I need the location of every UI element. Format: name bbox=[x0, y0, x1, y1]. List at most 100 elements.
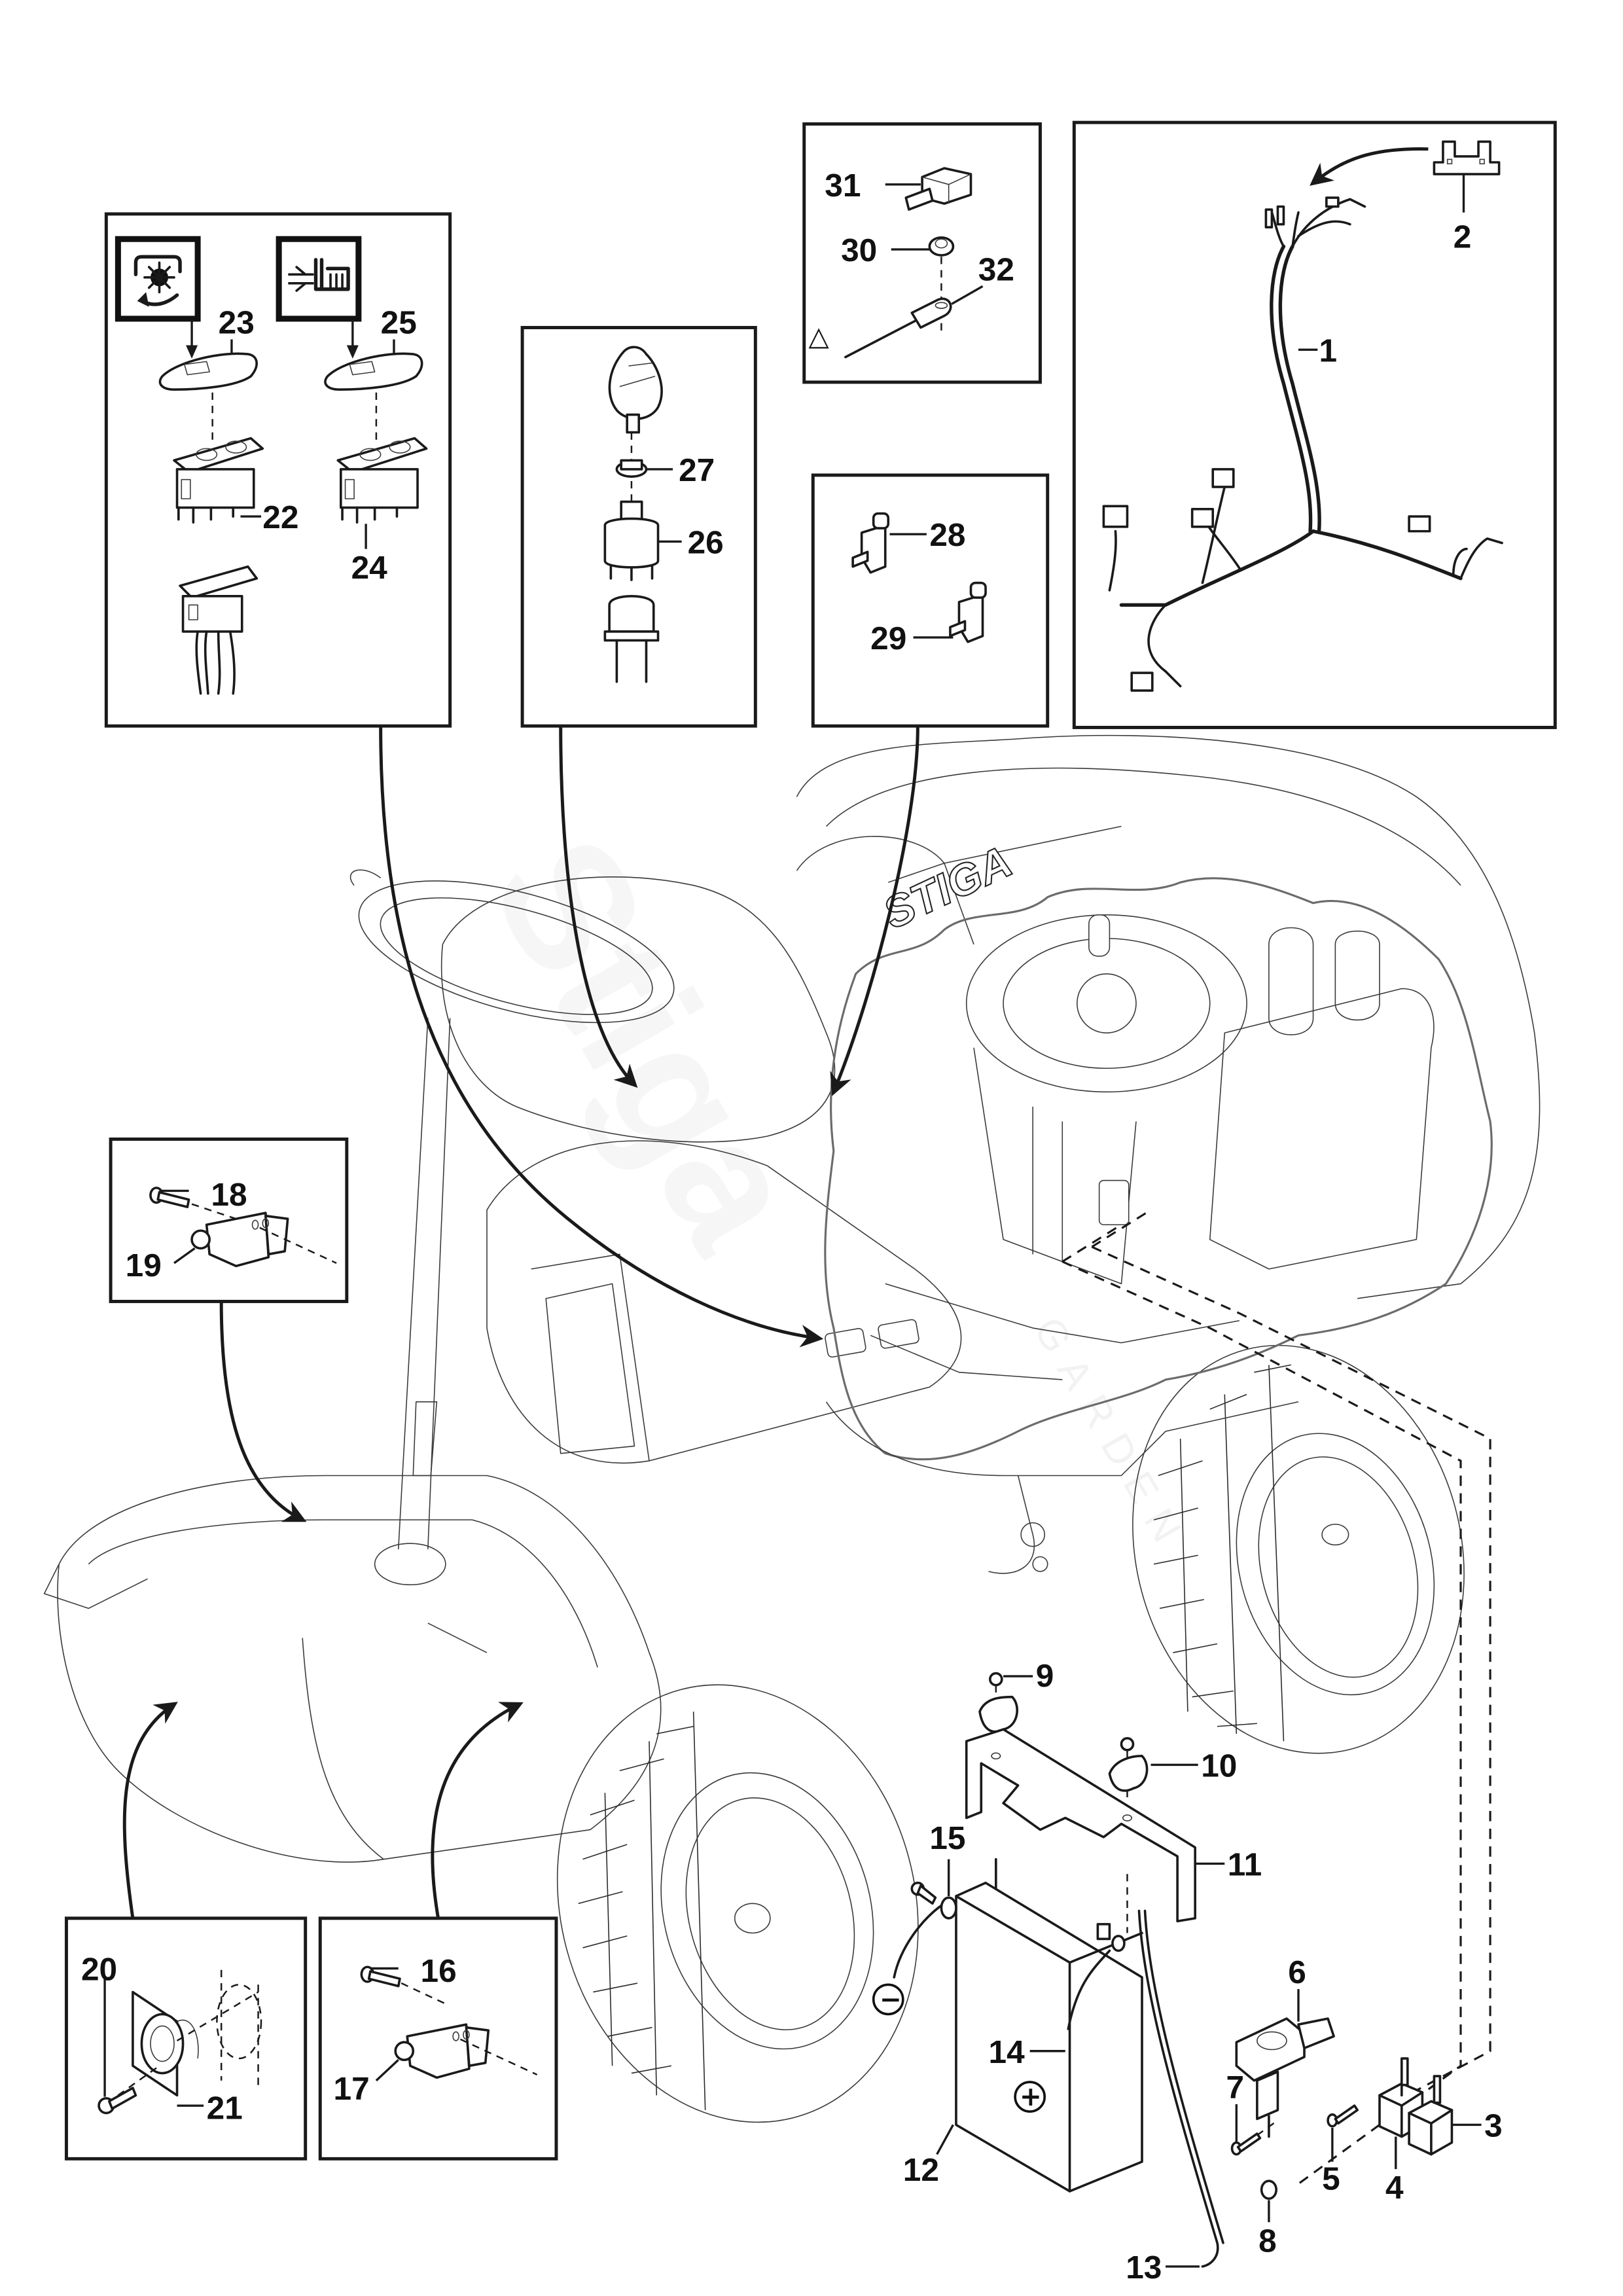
callout-31: 31 bbox=[825, 167, 861, 204]
rear-shroud bbox=[796, 734, 1541, 1299]
screw-5 bbox=[1327, 2104, 1359, 2128]
callout-32: 32 bbox=[978, 251, 1014, 287]
callout-26: 26 bbox=[688, 524, 724, 560]
negative-terminal-icon bbox=[872, 1983, 904, 2016]
arrow-socket bbox=[122, 1702, 178, 1919]
callout-2: 2 bbox=[1454, 219, 1472, 255]
callout-17: 17 bbox=[334, 2070, 370, 2107]
callout-22: 22 bbox=[262, 499, 298, 535]
battery-assembly: − + bbox=[872, 1672, 1482, 2268]
callout-24: 24 bbox=[351, 549, 388, 586]
callout-15: 15 bbox=[929, 1820, 965, 1856]
callout-18: 18 bbox=[211, 1176, 247, 1213]
arrow-down-icon bbox=[186, 345, 198, 359]
harness-connector bbox=[1190, 507, 1215, 528]
relay-4 bbox=[1378, 2057, 1424, 2138]
cutting-height-symbol-box bbox=[276, 236, 362, 322]
callout-11: 11 bbox=[1228, 1846, 1262, 1882]
rocker-switch-24 bbox=[336, 437, 428, 524]
wiring-route-2 bbox=[1091, 1246, 1491, 2111]
harness-connector bbox=[1130, 672, 1154, 692]
screw-16 bbox=[360, 1965, 401, 1988]
fuse-location-arrow bbox=[1310, 147, 1429, 186]
callout-5: 5 bbox=[1322, 2161, 1340, 2197]
ignition-key bbox=[608, 346, 663, 434]
front-body bbox=[57, 1475, 662, 1863]
callout-10: 10 bbox=[1201, 1747, 1237, 1784]
switch-connector bbox=[179, 565, 259, 695]
solenoid-6 bbox=[1235, 2017, 1335, 2138]
harness-connector bbox=[1408, 515, 1431, 533]
inset-wiring-harness: 1 2 bbox=[1072, 120, 1557, 729]
callout-29: 29 bbox=[870, 620, 906, 656]
cutting-deck-engage-symbol-box bbox=[115, 236, 201, 322]
engine-cutout bbox=[824, 877, 1493, 1461]
ignition-connector bbox=[603, 595, 660, 683]
arrow-pedal-switch bbox=[431, 1702, 524, 1919]
watermark-sub: GARDEN bbox=[1025, 1310, 1197, 1562]
watermark-subtext: GARDEN bbox=[1025, 1310, 1197, 1562]
arrow-seat-switch bbox=[219, 1301, 307, 1522]
inset-safety-switches: 28 29 bbox=[811, 473, 1050, 728]
callout-27: 27 bbox=[679, 452, 715, 488]
arrow-ignition-to-dash bbox=[559, 727, 638, 1088]
rear-wheel bbox=[1132, 1344, 1465, 1754]
callout-21: 21 bbox=[207, 2089, 243, 2126]
rocker-switch-22 bbox=[173, 437, 264, 524]
callout-6: 6 bbox=[1288, 1954, 1306, 1990]
plunger-switch-28 bbox=[851, 512, 890, 574]
callout-28: 28 bbox=[929, 516, 965, 553]
callout-9: 9 bbox=[1036, 1657, 1054, 1694]
triangle-note-icon: △ bbox=[808, 321, 829, 352]
wiring-harness-1 bbox=[1102, 196, 1503, 692]
callout-7: 7 bbox=[1226, 2069, 1245, 2106]
harness-connector bbox=[1102, 505, 1129, 528]
screw-20 bbox=[98, 2087, 137, 2115]
inset-pedal-switch: 16 17 bbox=[318, 1916, 558, 2161]
negative-cable: − bbox=[872, 1881, 957, 2016]
arrow-down-icon bbox=[346, 345, 359, 359]
callout-4: 4 bbox=[1385, 2169, 1404, 2206]
location-arrows bbox=[122, 727, 919, 1919]
inset-battery-terminal: △ 31 30 32 bbox=[802, 122, 1042, 384]
steering-column bbox=[397, 1018, 451, 1550]
inset-switches: 23 25 22 24 bbox=[104, 212, 452, 728]
plunger-switch-29 bbox=[949, 581, 987, 643]
terminal-cover-31 bbox=[904, 167, 972, 211]
screw-7 bbox=[1230, 2132, 1262, 2156]
callout-1: 1 bbox=[1319, 332, 1338, 368]
console-switch-2 bbox=[878, 1319, 919, 1349]
inset-ignition: 27 26 bbox=[520, 326, 757, 728]
callout-16: 16 bbox=[421, 1952, 457, 1989]
callout-8: 8 bbox=[1258, 2222, 1277, 2259]
engine bbox=[870, 914, 1435, 1380]
callout-19: 19 bbox=[126, 1247, 162, 1283]
socket-21 bbox=[132, 1990, 199, 2097]
inset-socket: 20 21 bbox=[64, 1916, 308, 2161]
arrow-safety-switch-to-seat bbox=[830, 727, 919, 1096]
fuse-2 bbox=[1433, 140, 1501, 175]
callout-12: 12 bbox=[903, 2151, 939, 2188]
wing-nut-10 bbox=[1108, 1736, 1149, 1801]
ignition-switch-26 bbox=[603, 500, 660, 581]
positive-terminal-icon bbox=[1014, 2081, 1046, 2113]
relay-3 bbox=[1408, 2075, 1454, 2156]
callout-20: 20 bbox=[81, 1951, 117, 1988]
dashboard-console bbox=[486, 1140, 962, 1464]
harness-connector bbox=[1211, 468, 1235, 488]
inset-seat-switch: 18 19 bbox=[109, 1137, 349, 1303]
watermark-text: Stiga bbox=[454, 806, 842, 1281]
cutting-height-icon bbox=[288, 266, 314, 292]
watermark: Stiga bbox=[454, 806, 842, 1281]
steering-wheel bbox=[358, 880, 675, 1024]
arrow-switches-to-console bbox=[379, 727, 824, 1348]
positive-cable-14: + bbox=[1014, 1949, 1111, 2113]
callout-3: 3 bbox=[1484, 2108, 1503, 2144]
callout-30: 30 bbox=[841, 232, 877, 268]
callout-14: 14 bbox=[989, 2034, 1026, 2070]
screw-18 bbox=[149, 1187, 190, 1208]
positive-sign: + bbox=[1020, 2081, 1042, 2112]
ring-terminal-32 bbox=[844, 285, 984, 359]
battery-bracket-11 bbox=[965, 1728, 1196, 1923]
